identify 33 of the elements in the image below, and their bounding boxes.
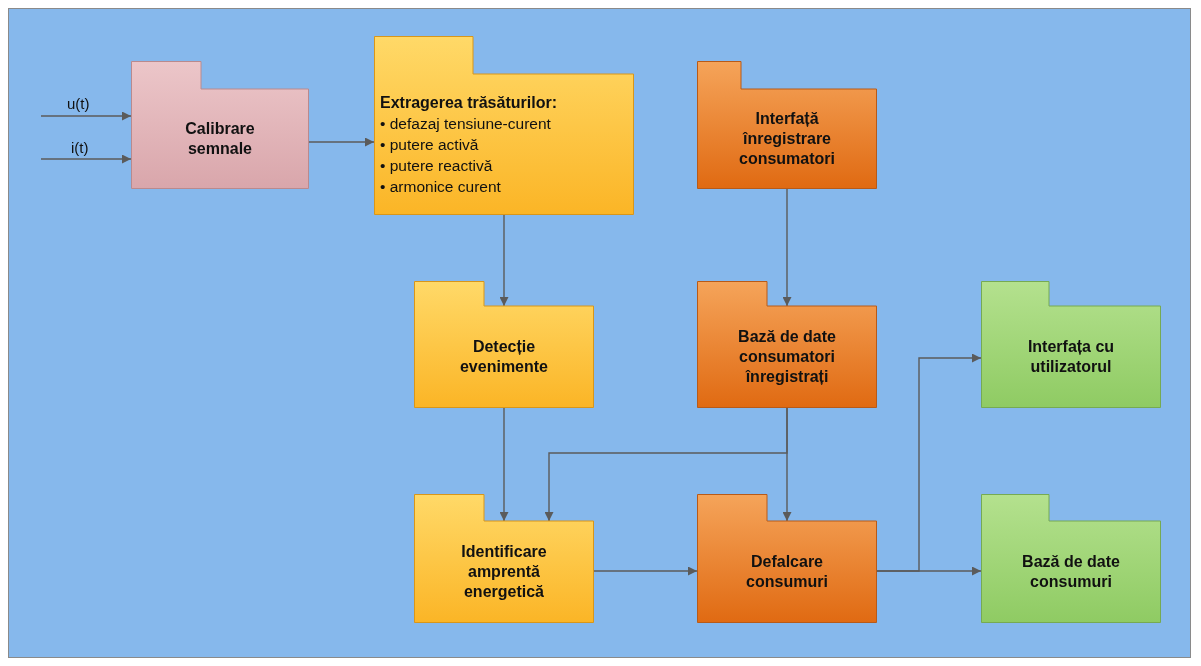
node-label: Defalcare consumuri <box>745 552 829 592</box>
arrow <box>40 111 132 121</box>
node-label: Identificare amprentă energetică <box>460 542 548 602</box>
edge-label: u(t) <box>67 95 90 112</box>
folder-box <box>374 36 634 215</box>
list-item: • putere activă <box>380 134 480 155</box>
list-item: • armonice curent <box>380 176 502 197</box>
folder-box <box>981 494 1161 623</box>
folder-box <box>414 494 594 623</box>
list-item: • putere reactivă <box>380 155 494 176</box>
node-label: Interfață înregistrare consumatori <box>738 109 836 169</box>
folder-box <box>131 61 309 189</box>
node-label: Interfața cu utilizatorul <box>1026 337 1116 377</box>
folder-box <box>414 281 594 408</box>
arrow <box>499 214 509 307</box>
arrow <box>308 137 375 147</box>
folder-box <box>981 281 1161 408</box>
arrow <box>876 566 982 576</box>
arrow <box>499 407 509 522</box>
folder-box <box>697 61 877 189</box>
arrow <box>593 566 698 576</box>
arrow <box>782 188 792 307</box>
folder-box <box>697 281 877 408</box>
node-label: Detecție evenimente <box>458 337 549 377</box>
node-label: Bază de date consumatori înregistrați <box>737 327 837 387</box>
folder-box <box>697 494 877 623</box>
node-label: Calibrare semnale <box>184 119 256 159</box>
edge-label: i(t) <box>71 139 89 156</box>
list-item: • defazaj tensiune-curent <box>380 113 551 134</box>
node-heading: Extragerea trăsăturilor: <box>380 92 557 113</box>
arrow <box>40 154 132 164</box>
node-label: Bază de date consumuri <box>1021 552 1121 592</box>
arrow <box>544 407 788 522</box>
